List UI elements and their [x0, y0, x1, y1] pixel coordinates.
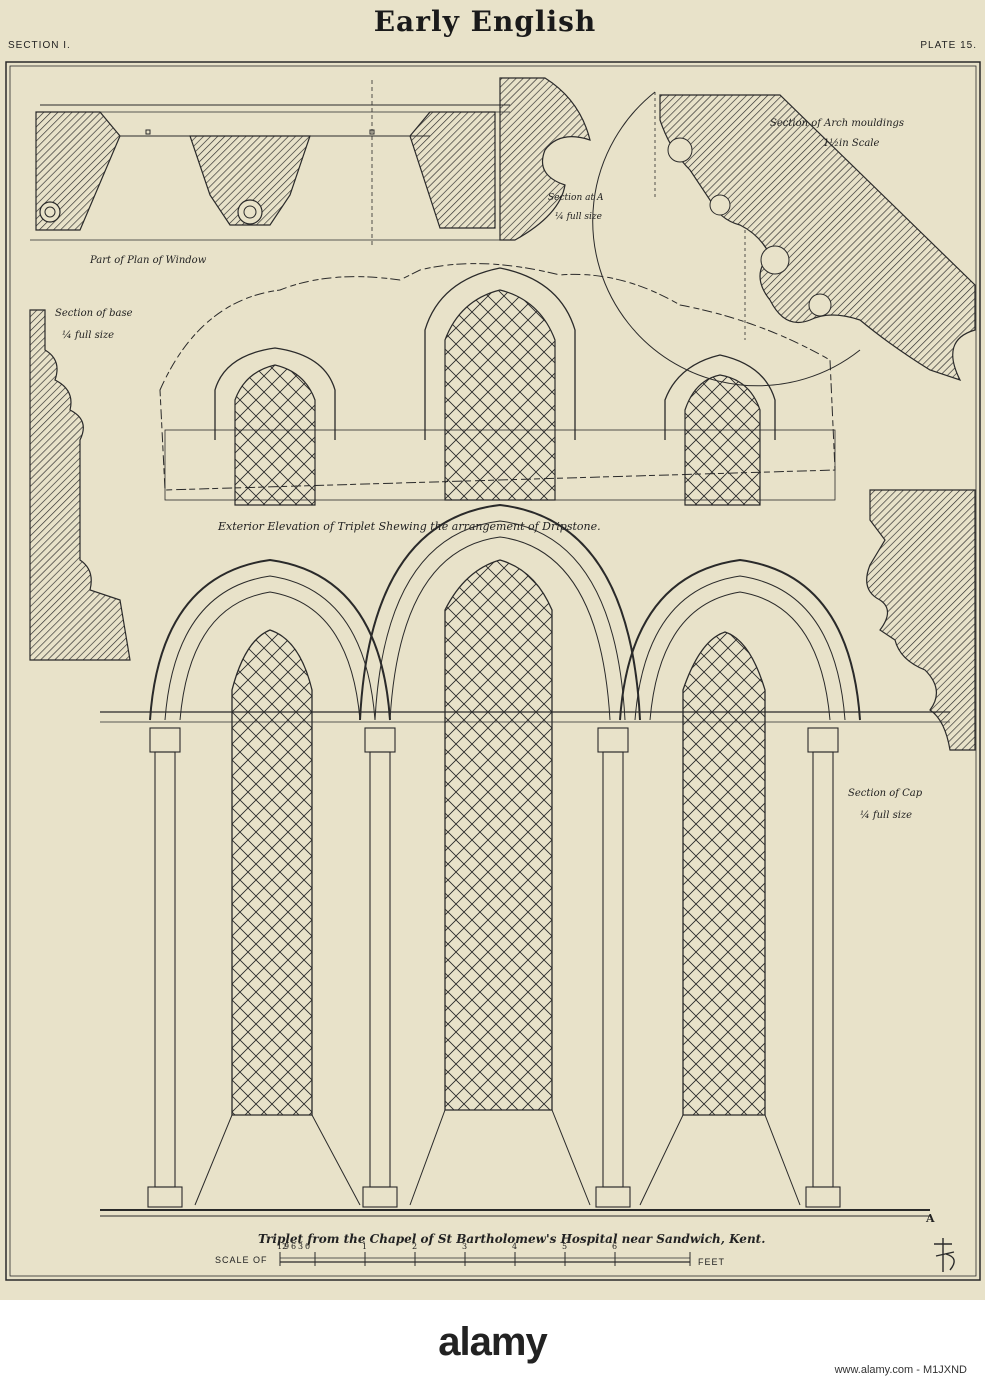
exterior-elevation: [159, 263, 836, 506]
caption-cap-2: ¼ full size: [860, 810, 913, 821]
marker-a: A: [926, 1212, 935, 1225]
caption-base-1: Section of base: [55, 308, 133, 319]
watermark-ref: www.alamy.com - M1JXND: [834, 1364, 967, 1376]
scale-tick-label: 2: [412, 1242, 418, 1251]
window-plan: [30, 80, 510, 245]
scale-tick-label: 4: [512, 1242, 518, 1251]
caption-plan: Part of Plan of Window: [90, 255, 207, 266]
drawing: [5, 61, 981, 1281]
caption-cap-1: Section of Cap: [848, 788, 923, 799]
scale-tick-label: 5: [562, 1242, 568, 1251]
caption-arch-1: Section of Arch mouldings: [770, 118, 905, 129]
scale-label-right: FEET: [698, 1257, 726, 1267]
scale-tick-label: 3: [462, 1242, 468, 1251]
scale-tick-label: 6: [612, 1242, 618, 1251]
frame-outer: [5, 61, 981, 1281]
caption-arch-2: 1½in Scale: [823, 138, 880, 149]
section-of-cap: [866, 489, 976, 751]
scale-label-left: SCALE OF: [215, 1255, 268, 1265]
plate-title: Early English: [373, 5, 597, 38]
scale-tick-label: 12: [277, 1242, 288, 1251]
footer-band: [0, 1300, 985, 1390]
section-label: SECTION I.: [8, 40, 71, 51]
monogram-icon: [934, 1238, 955, 1272]
scale-tick-label: 0: [305, 1242, 311, 1251]
section-at-a: [499, 77, 591, 241]
section-of-base: [29, 309, 131, 661]
plate-number: PLATE 15.: [920, 40, 977, 51]
scale-tick-label: 9: [284, 1242, 290, 1251]
arch-mouldings-section: [592, 91, 976, 387]
caption-main: Triplet from the Chapel of St Bartholome…: [258, 1232, 766, 1246]
caption-elevation: Exterior Elevation of Triplet Shewing th…: [218, 520, 601, 533]
main-triplet-elevation: [100, 503, 950, 1217]
scale-tick-label: 1: [362, 1242, 368, 1251]
caption-section-a-1: Section at A: [548, 193, 604, 203]
watermark-logo: alamy: [438, 1320, 547, 1364]
scale-tick-label: 3: [298, 1242, 304, 1251]
frame-inner: [9, 65, 977, 1277]
scale-bar: [279, 1252, 691, 1266]
engraved-plate: SECTION I. Early English PLATE 15. Part …: [0, 0, 985, 1300]
caption-section-a-2: ¼ full size: [555, 212, 602, 222]
scale-tick-label: 6: [291, 1242, 297, 1251]
caption-base-2: ¼ full size: [62, 330, 115, 341]
